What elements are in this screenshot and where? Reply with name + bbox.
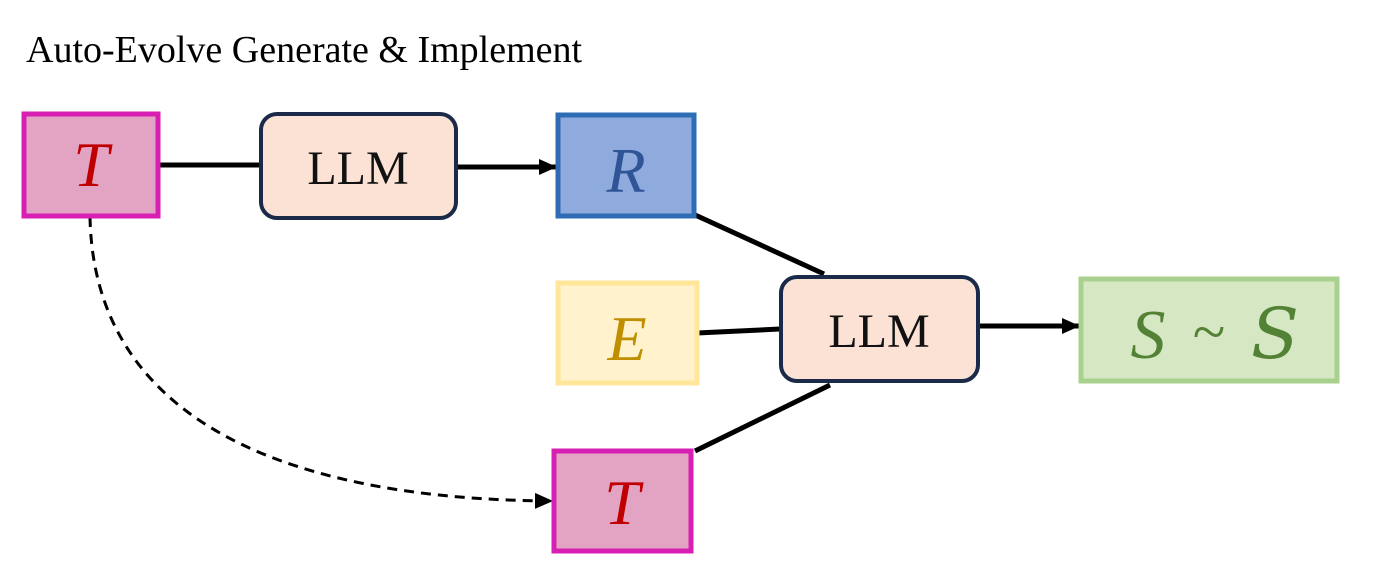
node-e-box: [555, 280, 700, 386]
node-r: R: [555, 112, 697, 219]
node-llm-top-label: LLM: [307, 142, 408, 195]
node-s-symbol: S: [1131, 297, 1166, 374]
node-s: S ~ S: [1078, 276, 1340, 384]
node-s-box: [1078, 276, 1340, 384]
edge-r-to-llm-mid: [691, 211, 826, 277]
node-llm-mid-box: [779, 275, 980, 383]
node-e: E: [555, 280, 700, 386]
edge-e-to-llm-mid: [696, 326, 781, 336]
node-t-top-label: T: [73, 129, 113, 200]
node-llm-mid-label: LLM: [828, 305, 929, 358]
node-r-box: [555, 112, 697, 219]
node-t-bottom: T: [551, 448, 694, 554]
node-llm-top: LLM: [259, 112, 458, 220]
node-t-bottom-label: T: [604, 467, 644, 538]
node-llm-top-box: [259, 112, 458, 220]
edge-t-top-to-t-bottom-dashed: [88, 216, 553, 509]
diagram-title: Auto-Evolve Generate & Implement: [26, 29, 583, 71]
edge-t-bottom-to-llm-mid: [693, 382, 832, 454]
node-s-relation: ~: [1193, 299, 1225, 365]
node-s-space: S: [1251, 293, 1299, 375]
node-e-label: E: [606, 303, 646, 374]
node-llm-mid: LLM: [779, 275, 980, 383]
node-r-label: R: [605, 135, 645, 206]
node-t-top-box: [21, 111, 161, 219]
node-t-top: T: [21, 111, 161, 219]
node-t-bottom-box: [551, 448, 694, 554]
